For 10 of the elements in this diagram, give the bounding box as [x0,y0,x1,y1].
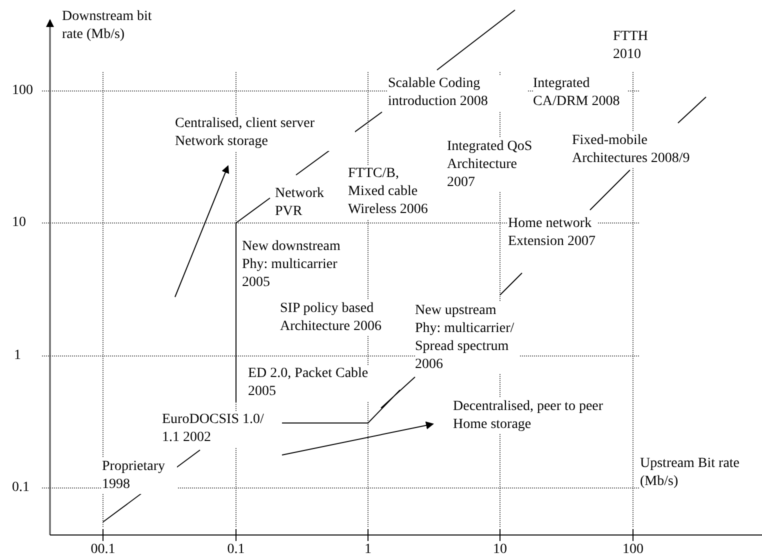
milestone-label: Scalable Coding introduction 2008 [388,75,528,111]
trend-label: Centralised, client server Network storage [175,115,355,151]
axis-title: Upstream Bit rate (Mb/s) [640,455,740,491]
milestone-label: New upstream Phy: multicarrier/ Spread spectrum 2006 [415,302,520,374]
tick-label: 00.1 [90,541,116,559]
tick-label: 1 [364,541,372,559]
tick-label: 100 [622,541,644,559]
milestone-label: Proprietary 1998 [102,458,177,494]
tick-label: 10 [493,541,507,559]
tick-label: 0.1 [227,541,245,559]
